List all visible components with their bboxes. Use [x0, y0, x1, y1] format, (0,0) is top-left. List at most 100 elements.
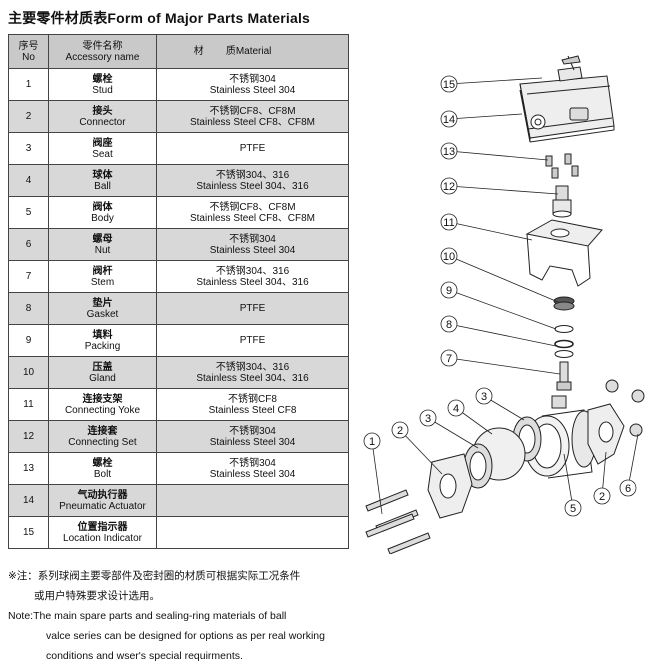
cell-no: 13: [8, 452, 49, 485]
callout-circle: [440, 247, 458, 265]
callout-leader: [448, 323, 557, 347]
name-cn: 位置指示器: [77, 521, 128, 533]
cell-material: PTFE: [156, 324, 349, 357]
studs: [365, 489, 431, 554]
note-en-2: valce series can be designed for options…: [46, 630, 325, 642]
name-cn: 螺栓: [92, 457, 113, 469]
callout-leader: [448, 357, 561, 375]
material-line-1: 不锈钢304、316: [215, 265, 290, 277]
material-line-2: Stainless Steel 304、316: [196, 180, 309, 192]
material-line-2: Stainless Steel 304: [209, 84, 296, 96]
name-en: Gland: [89, 372, 116, 384]
callout-label: 11: [443, 217, 454, 229]
callout-label: 3: [481, 391, 487, 403]
cell-no: 9: [8, 324, 49, 357]
callout-circle: [475, 387, 493, 405]
name-en: Location Indicator: [63, 532, 142, 544]
callout-label: 8: [446, 319, 452, 331]
header-name-cn: 零件名称: [82, 40, 123, 52]
material-line-1: 不锈钢304: [229, 457, 276, 469]
callout-label: 15: [443, 79, 455, 91]
callout-leader: [448, 255, 559, 303]
name-en: Connecting Yoke: [64, 404, 141, 416]
material-line-2: Stainless Steel CF8、CF8M: [189, 116, 316, 128]
material-line-1: PTFE: [239, 143, 266, 154]
name-en: Seat: [92, 148, 113, 160]
name-cn: 气动执行器: [77, 489, 128, 501]
callout-circle: [440, 177, 458, 195]
callout-circle: [440, 213, 458, 231]
header-no-en: No: [22, 51, 35, 63]
callout-leader: [448, 221, 533, 241]
name-en: Stud: [92, 84, 113, 96]
cell-no: 2: [8, 100, 49, 133]
connector-right: [587, 403, 625, 465]
callout-circle: [440, 315, 458, 333]
material-line-1: 不锈钢CF8、CF8M: [209, 105, 296, 117]
name-cn: 阀座: [92, 137, 113, 149]
header-no: 序号 No: [8, 34, 49, 69]
pneumatic-actuator: [519, 55, 615, 143]
callout-circle: [447, 399, 465, 417]
connector-left: [427, 453, 473, 519]
name-en: Ball: [94, 180, 111, 192]
callout-circle: [391, 421, 409, 439]
material-line-1: 不锈钢CF8: [228, 393, 277, 405]
cell-no: 4: [8, 164, 49, 197]
material-line-1: 不锈钢304、316: [215, 169, 290, 181]
name-en: Stem: [90, 276, 115, 288]
cell-no: 1: [8, 68, 49, 101]
material-line-2: Stainless Steel CF8: [208, 404, 297, 416]
name-en: Connector: [79, 116, 126, 128]
callout-leader: [448, 185, 559, 195]
material-line-2: Stainless Steel 304: [209, 436, 296, 448]
cell-material: PTFE: [156, 292, 349, 325]
material-line-1: 不锈钢304: [229, 233, 276, 245]
callout-label: 14: [443, 114, 455, 126]
gasket: [554, 339, 574, 349]
callout-circle: [440, 281, 458, 299]
name-cn: 垫片: [92, 297, 113, 309]
callout-circle: [440, 349, 458, 367]
header-name-en: Accessory name: [65, 51, 140, 63]
note-en-1: Note:The main spare parts and sealing-ri…: [8, 610, 287, 622]
name-cn: 填料: [92, 329, 113, 341]
callout-label: 9: [446, 285, 452, 297]
name-cn: 螺栓: [92, 73, 113, 85]
notes: ※注：系列球阀主要零部件及密封圈的材质可根据实际工况条件 或用户特殊要求设计选用…: [8, 566, 325, 666]
header-name: 零件名称 Accessory name: [48, 34, 157, 69]
callout-circle: [363, 432, 381, 450]
header-material: 材 质Material: [156, 34, 349, 69]
material-line-2: Stainless Steel 304: [209, 244, 296, 256]
cell-no: 15: [8, 516, 49, 549]
name-cn: 压盖: [92, 361, 113, 373]
callout-label: 2: [599, 491, 605, 503]
callout-label: 12: [443, 181, 455, 193]
name-en: Body: [91, 212, 114, 224]
callout-leader: [448, 77, 543, 85]
nuts: [605, 379, 645, 437]
name-en: Connecting Set: [68, 436, 137, 448]
